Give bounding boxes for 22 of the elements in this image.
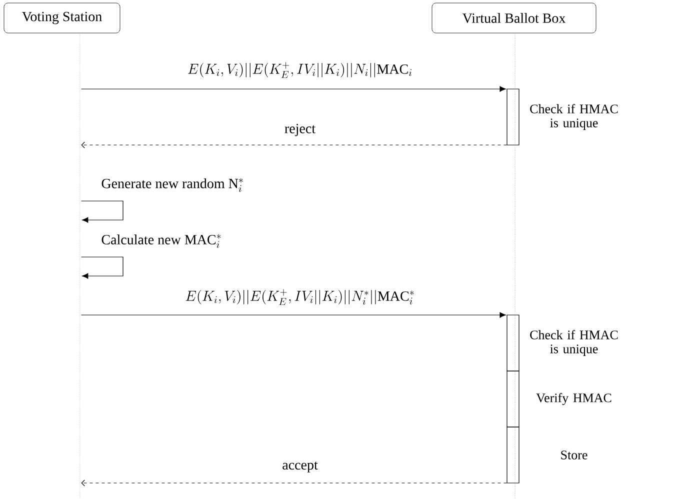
activation-bar [506, 88, 520, 146]
activation-bar [506, 426, 520, 484]
step-note: Check if HMAC is unique [530, 330, 618, 356]
edge-label: $\text{Generate new random }\mathrm{N}_i^*$ [100, 177, 245, 193]
lifeline-header: Virtual Ballot Box [432, 2, 596, 34]
edge-label: reject [283, 122, 317, 138]
step-note: Check if HMAC is unique [530, 104, 618, 130]
message-arrow [80, 312, 506, 318]
message-arrow [81, 142, 507, 148]
message-arrow [80, 86, 506, 92]
activation-bar [506, 314, 520, 372]
lifeline-header: Voting Station [4, 2, 120, 34]
self-arrow [80, 200, 124, 223]
step-note: Verify HMAC [536, 393, 612, 405]
edge-label: $E(K_i,V_i)||E(K_E^+,IV_i||K_i)||N_i||\mathrm{MAC}_i$ [186, 61, 414, 79]
activation-bar [506, 370, 520, 428]
message-arrow [81, 480, 507, 486]
self-arrow [80, 256, 124, 279]
edge-label: $E(K_i,V_i)||E(K_E^+,IV_i||K_i)||N_i^*||\mathrm{MAC}_i^*$ [184, 288, 416, 306]
edge-label: $\text{Calculate new }\mathrm{MAC}_i^*$ [100, 233, 223, 249]
edge-label: accept [281, 460, 319, 474]
step-note: Store [561, 450, 588, 460]
